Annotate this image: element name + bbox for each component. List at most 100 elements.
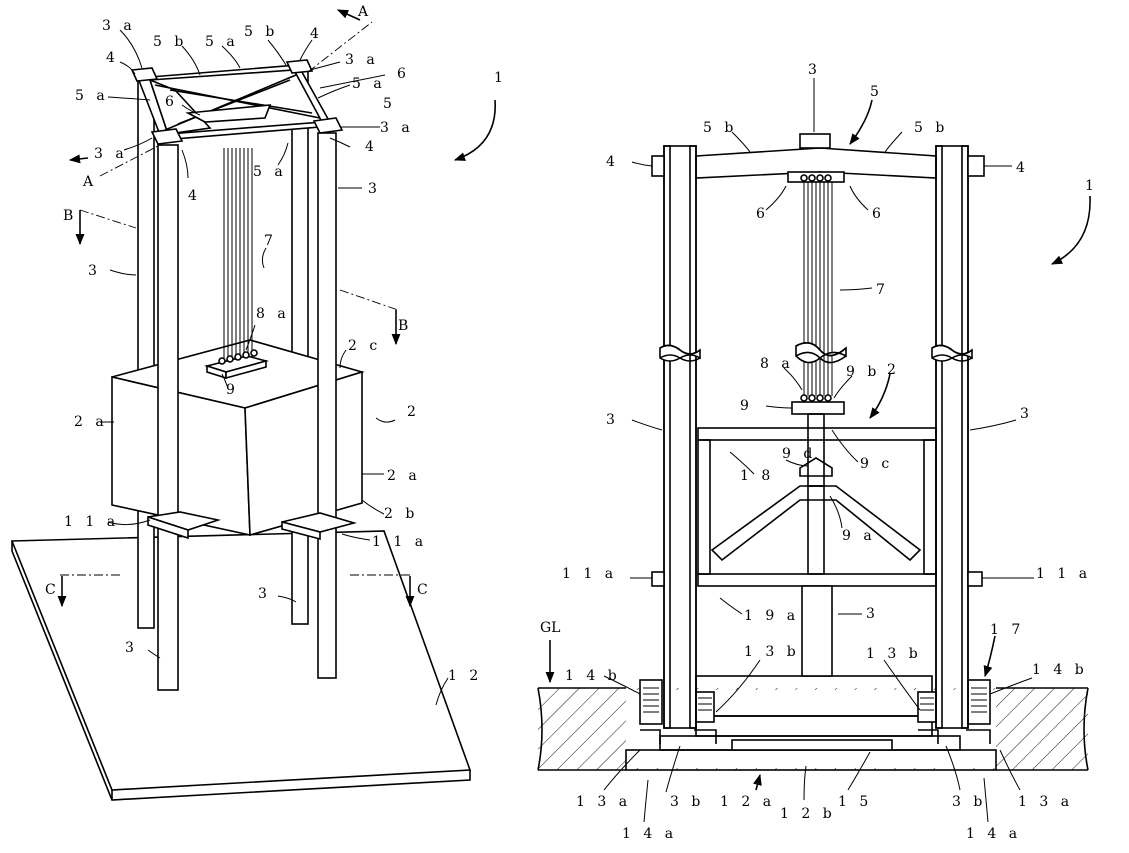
label-6: 6 — [756, 206, 769, 222]
bracket-11a-left — [651, 571, 665, 587]
label-14b: 1 4 b — [565, 668, 621, 684]
label-4: 4 — [365, 139, 378, 155]
hanger-9 — [791, 401, 845, 487]
label-12: 1 2 — [448, 668, 482, 684]
label-5a: 5 a — [352, 76, 386, 92]
damper-right — [917, 679, 991, 744]
label-19a: 1 9 a — [744, 608, 799, 624]
label-8a: 8 a — [760, 356, 794, 372]
hanger-9 — [204, 349, 270, 380]
label-3: 3 — [88, 263, 101, 279]
label-13a: 1 3 a — [1018, 794, 1073, 810]
label-4: 4 — [106, 50, 119, 66]
label-4: 4 — [188, 188, 201, 204]
label-5: 5 — [870, 84, 883, 100]
label-13a: 1 3 a — [576, 794, 631, 810]
label-6: 6 — [397, 66, 410, 82]
label-8a: 8 a — [256, 306, 290, 322]
label-3a: 3 a — [380, 120, 414, 136]
label-11a: 1 1 a — [562, 566, 617, 582]
label-3: 3 — [258, 586, 271, 602]
label-3: 3 — [606, 412, 619, 428]
front-columns — [157, 132, 337, 691]
label-14b: 1 4 b — [1032, 662, 1088, 678]
label-4: 4 — [606, 154, 619, 170]
label-12a: 1 2 a — [720, 794, 775, 810]
section-C: C — [417, 582, 428, 598]
label-5a: 5 a — [253, 164, 287, 180]
label-5: 5 — [383, 96, 396, 112]
label-15: 1 5 — [838, 794, 872, 810]
label-3: 3 — [1020, 406, 1033, 422]
label-13b: 1 3 b — [866, 646, 922, 662]
brackets-11a — [147, 511, 357, 541]
label-9a: 9 a — [842, 528, 876, 544]
label-3: 3 — [368, 181, 381, 197]
label-14a: 1 4 a — [966, 826, 1021, 842]
label-3: 3 — [808, 62, 821, 78]
label-3a: 3 a — [345, 52, 379, 68]
section-A: A — [357, 4, 369, 20]
label-17: 1 7 — [990, 622, 1024, 638]
section-B: B — [398, 318, 408, 334]
damper-left — [639, 679, 717, 744]
label-14a: 1 4 a — [622, 826, 677, 842]
top-beam-5 — [651, 133, 985, 183]
label-13b: 1 3 b — [744, 644, 800, 660]
top-frame-5 — [130, 59, 344, 145]
label-9b: 9 b — [846, 364, 880, 380]
label-2a: 2 a — [387, 468, 421, 484]
wires-7 — [795, 174, 847, 402]
label-11a: 1 1 a — [372, 534, 427, 550]
label-1: 1 — [1085, 178, 1098, 194]
label-2b: 2 b — [384, 506, 418, 522]
base-plate-12 — [10, 530, 472, 801]
label-18: 1 8 — [740, 468, 774, 484]
label-4: 4 — [310, 26, 323, 42]
section-C: C — [45, 582, 56, 598]
label-5b: 5 b — [153, 34, 187, 50]
figure-left-perspective: 3 a 5 b 5 a 5 b 4 3 a 4 6 5 a 5 a 6 5 3 … — [10, 4, 503, 801]
leader-lines-left — [99, 29, 496, 706]
label-2a: 2 a — [74, 414, 108, 430]
labels-right: 3 5 5 b 5 b 4 4 1 6 6 7 8 a 9 b 2 9 3 3 … — [540, 62, 1098, 842]
label-3: 3 — [125, 640, 138, 656]
section-B: B — [63, 208, 73, 224]
label-9d: 9 d — [782, 446, 816, 462]
label-3b: 3 b — [952, 794, 986, 810]
label-3b: 3 b — [670, 794, 704, 810]
label-5b: 5 b — [914, 120, 948, 136]
label-5b: 5 b — [703, 120, 737, 136]
label-12b: 1 2 b — [780, 806, 836, 822]
ground-GL — [537, 687, 1089, 771]
label-7: 7 — [876, 282, 889, 298]
section-A: A — [82, 174, 94, 190]
label-9: 9 — [226, 382, 239, 398]
label-2c: 2 c — [348, 338, 381, 354]
label-6: 6 — [872, 206, 885, 222]
label-2: 2 — [407, 404, 420, 420]
label-GL: GL — [540, 620, 560, 636]
wire-ropes-7 — [223, 148, 253, 358]
label-3: 3 — [866, 606, 879, 622]
label-5a: 5 a — [205, 34, 239, 50]
label-2: 2 — [887, 362, 900, 378]
label-3a: 3 a — [102, 18, 136, 34]
label-3a: 3 a — [94, 146, 128, 162]
figure-right-section: 3 5 5 b 5 b 4 4 1 6 6 7 8 a 9 b 2 9 3 3 … — [537, 62, 1098, 842]
label-9: 9 — [740, 398, 753, 414]
label-6: 6 — [165, 94, 178, 110]
bracket-11a-right — [967, 571, 983, 587]
section-lines — [57, 9, 415, 608]
label-7: 7 — [264, 233, 277, 249]
column-left — [659, 145, 701, 729]
label-5a: 5 a — [75, 88, 109, 104]
label-4: 4 — [1016, 160, 1029, 176]
leader-lines-right — [545, 78, 1091, 823]
label-5b: 5 b — [244, 24, 278, 40]
label-11a: 1 1 a — [64, 514, 119, 530]
label-11a: 1 1 a — [1036, 566, 1091, 582]
column-right — [931, 145, 973, 729]
